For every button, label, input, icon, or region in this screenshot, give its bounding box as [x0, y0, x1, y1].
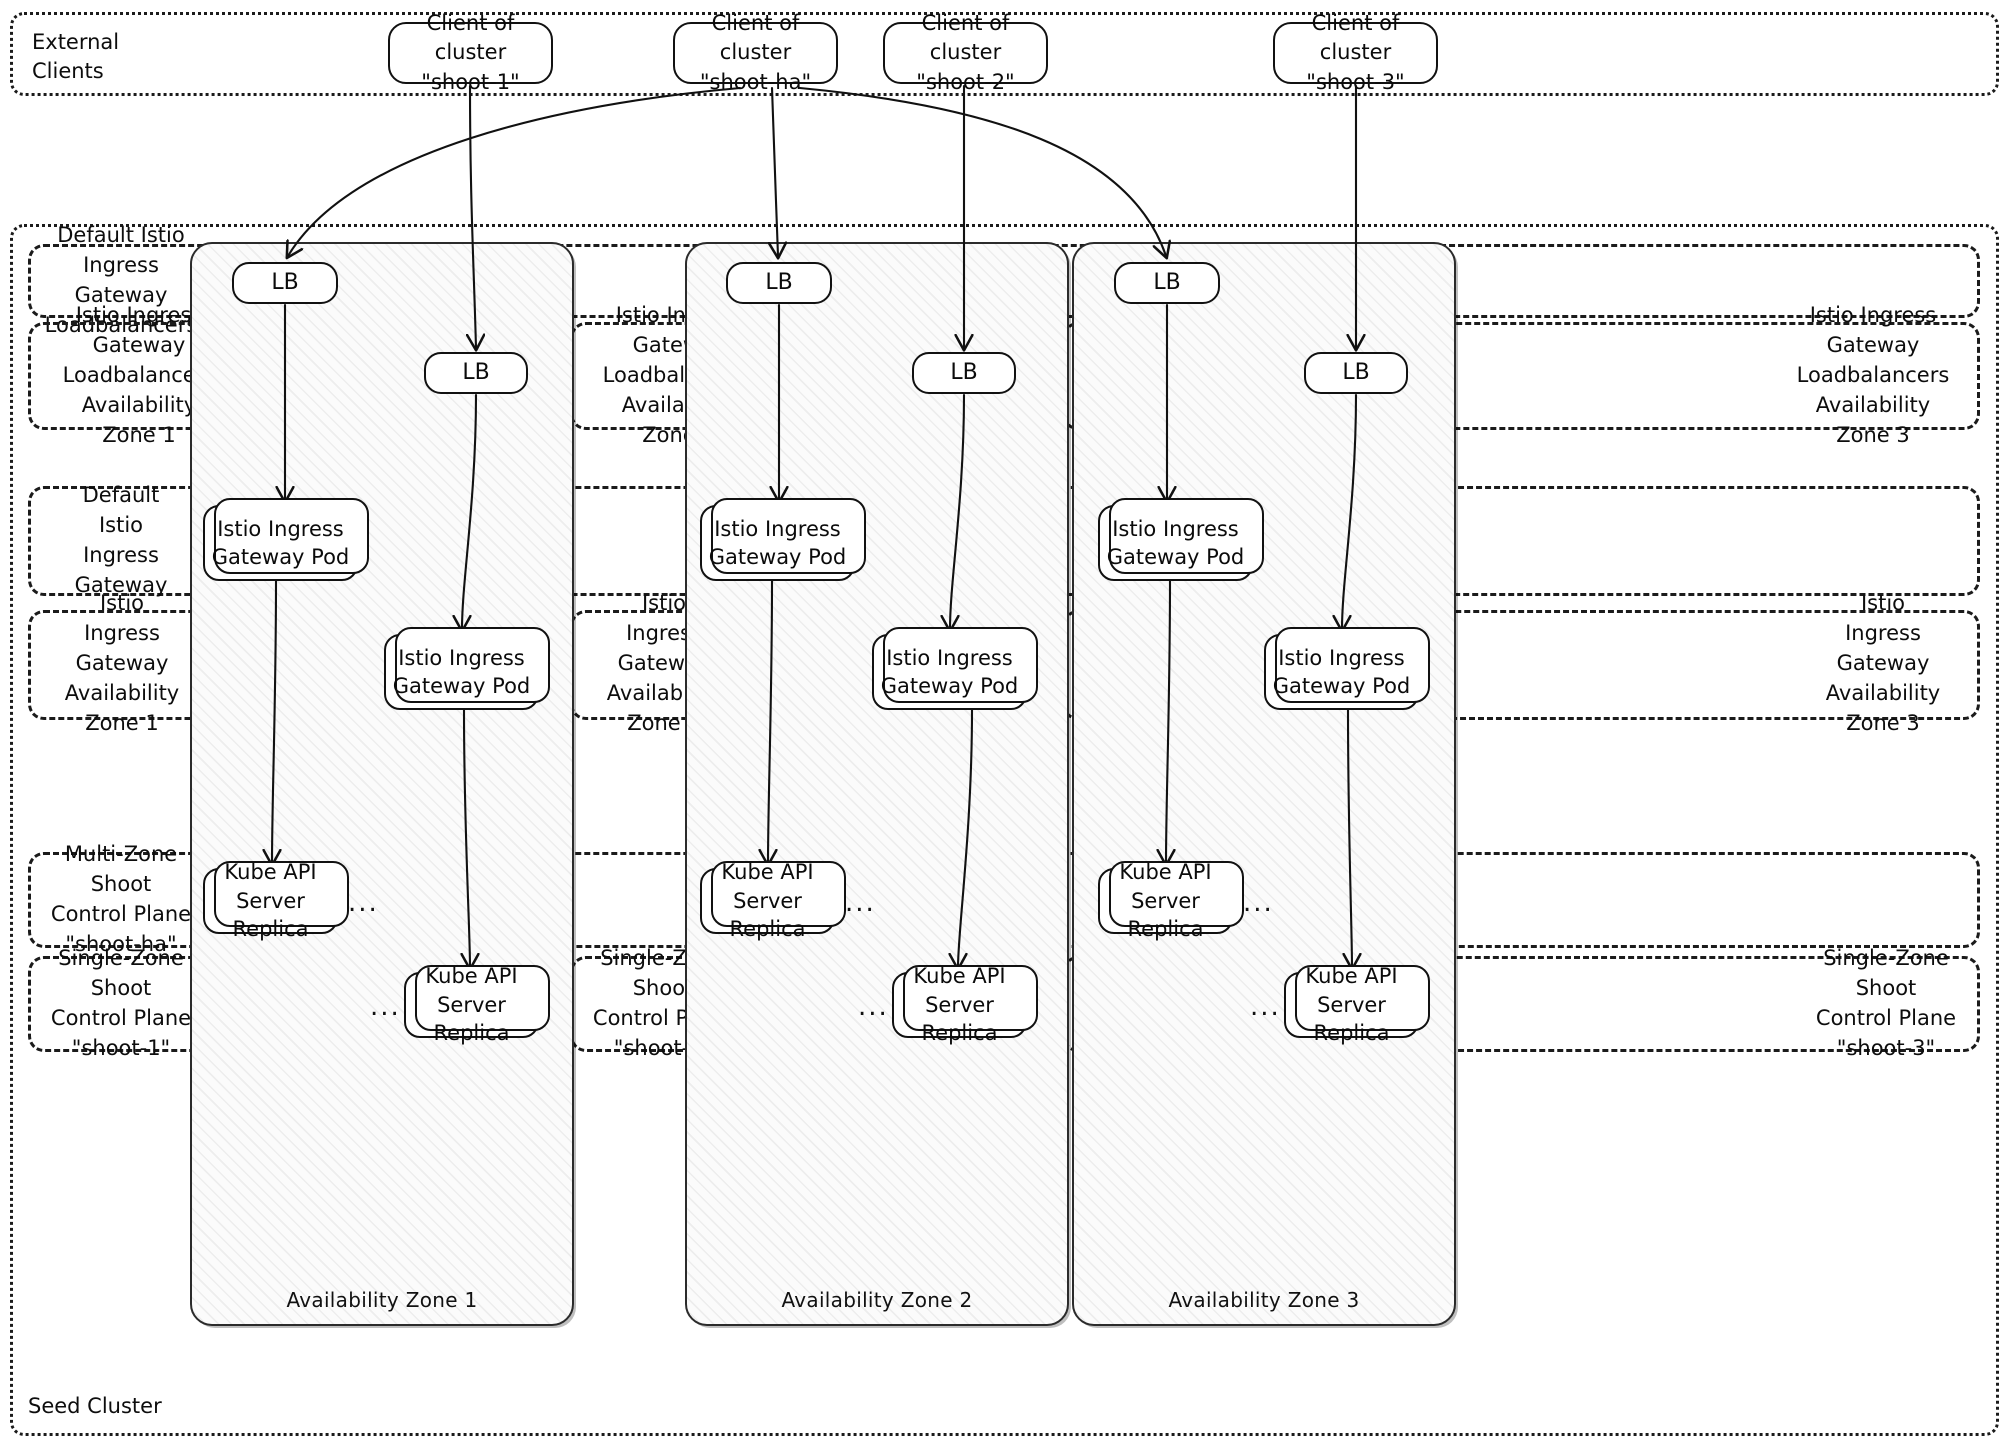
availability-zone-2-caption: Availability Zone 2 [781, 1288, 973, 1312]
band-zonal-gateway-az1-label: Istio Ingress Gateway Availability Zone … [64, 591, 180, 735]
istio-ingress-gateway-pod-zonal-az1[interactable]: Istio Ingress Gateway Pod [384, 627, 550, 710]
availability-zone-2-column: Availability Zone 2 [685, 242, 1069, 1326]
istio-ingress-gateway-pod-zonal-az3[interactable]: Istio Ingress Gateway Pod [1264, 627, 1430, 710]
band-singlezone-control-plane-shoot3-label: Single-Zone Shoot Control Plane "shoot-3… [1815, 946, 1957, 1060]
loadbalancer-zonal-az2[interactable]: LB [912, 352, 1016, 394]
band-zonal-loadbalancers-az1-label: Istio Ingress Gateway Loadbalancers Avai… [62, 303, 216, 447]
band-zonal-loadbalancers-az3-label: Istio Ingress Gateway Loadbalancers Avai… [1796, 303, 1950, 447]
kube-api-server-replica-shoot-2[interactable]: Kube API Server Replica [892, 964, 1038, 1045]
kube-api-server-replica-shoot-ha-az1[interactable]: Kube API Server Replica [203, 860, 349, 941]
loadbalancer-zonal-az1[interactable]: LB [424, 352, 528, 394]
seed-cluster-caption: Seed Cluster [28, 1394, 162, 1418]
band-default-gateway-label: Default Istio Ingress Gateway [74, 483, 168, 597]
loadbalancer-default-az3[interactable]: LB [1114, 262, 1220, 304]
kube-api-server-replica-shoot-1[interactable]: Kube API Server Replica [404, 964, 550, 1045]
availability-zone-3-column: Availability Zone 3 [1072, 242, 1456, 1326]
band-zonal-gateway-az3-label: Istio Ingress Gateway Availability Zone … [1825, 591, 1941, 735]
loadbalancer-default-az2[interactable]: LB [726, 262, 832, 304]
kube-api-server-ellipsis-shoot-2: ... [858, 992, 889, 1022]
client-shoot-ha[interactable]: Client of cluster "shoot-ha" [673, 11, 838, 94]
client-shoot-3[interactable]: Client of cluster "shoot-3" [1273, 11, 1438, 94]
availability-zone-1-column: Availability Zone 1 [190, 242, 574, 1326]
band-singlezone-control-plane-shoot1-label: Single-Zone Shoot Control Plane "shoot-1… [50, 946, 192, 1060]
kube-api-server-replica-shoot-ha-az2[interactable]: Kube API Server Replica [700, 860, 846, 941]
client-shoot-2[interactable]: Client of cluster "shoot-2" [883, 11, 1048, 94]
client-shoot-1[interactable]: Client of cluster "shoot-1" [388, 11, 553, 94]
kube-api-server-ellipsis-az1: ... [348, 888, 379, 918]
band-multizone-control-plane-label: Multi-Zone Shoot Control Plane "shoot-ha… [50, 842, 192, 956]
availability-zone-1-caption: Availability Zone 1 [286, 1288, 478, 1312]
kube-api-server-ellipsis-shoot-3: ... [1250, 992, 1281, 1022]
istio-ingress-gateway-pod-default-az2[interactable]: Istio Ingress Gateway Pod [700, 498, 866, 581]
loadbalancer-zonal-az3[interactable]: LB [1304, 352, 1408, 394]
availability-zone-3-caption: Availability Zone 3 [1168, 1288, 1360, 1312]
istio-ingress-gateway-pod-zonal-az2[interactable]: Istio Ingress Gateway Pod [872, 627, 1038, 710]
kube-api-server-replica-shoot-3[interactable]: Kube API Server Replica [1284, 964, 1430, 1045]
kube-api-server-ellipsis-az3: ... [1243, 888, 1274, 918]
kube-api-server-replica-shoot-ha-az3[interactable]: Kube API Server Replica [1098, 860, 1244, 941]
kube-api-server-ellipsis-az2: ... [845, 888, 876, 918]
external-clients-caption: External Clients [32, 30, 120, 84]
kube-api-server-ellipsis-shoot-1: ... [370, 992, 401, 1022]
istio-ingress-gateway-pod-default-az3[interactable]: Istio Ingress Gateway Pod [1098, 498, 1264, 581]
istio-ingress-gateway-pod-default-az1[interactable]: Istio Ingress Gateway Pod [203, 498, 369, 581]
loadbalancer-default-az1[interactable]: LB [232, 262, 338, 304]
